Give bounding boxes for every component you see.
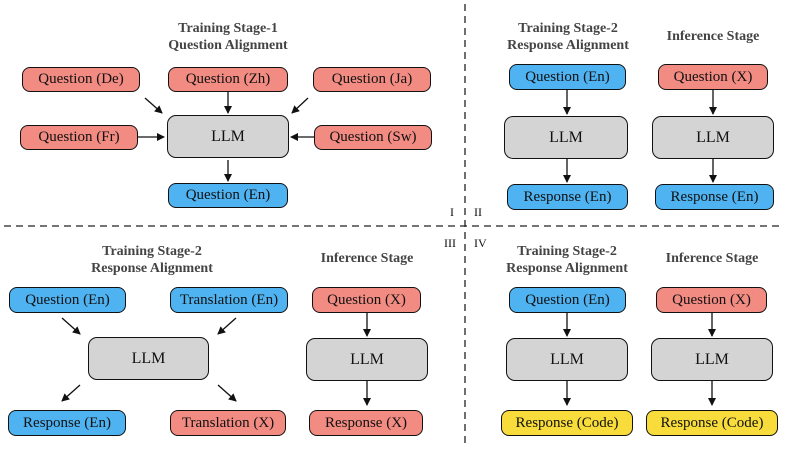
panel2-inference-title-text: Inference Stage xyxy=(666,29,760,44)
panel2-train-title-line1: Training Stage-2 xyxy=(518,21,618,36)
panel4-numeral: IV xyxy=(474,236,487,250)
panel4-train-title: Training Stage-2 Response Alignment xyxy=(487,243,647,277)
panel3-translation-x-box: Translation (X) xyxy=(170,410,286,436)
panel3-question-en-box: Question (En) xyxy=(9,287,126,313)
panel1-arrows xyxy=(138,92,314,182)
panel1-title-line2: Question Alignment xyxy=(168,38,288,53)
question-fr-box: Question (Fr) xyxy=(20,125,138,150)
panel3-inference-title: Inference Stage xyxy=(305,250,429,267)
panel2-train-question-en-box: Question (En) xyxy=(509,64,626,90)
panel2-train-title: Training Stage-2 Response Alignment xyxy=(488,20,648,54)
panel3-infer-llm-box: LLM xyxy=(306,338,428,381)
panel3-train-title: Training Stage-2 Response Alignment xyxy=(72,243,232,277)
panel2-inference-title: Inference Stage xyxy=(651,28,775,45)
panel2-train-title-line2: Response Alignment xyxy=(507,38,629,53)
panel2-infer-response-en-box: Response (En) xyxy=(655,184,774,210)
question-de-box: Question (De) xyxy=(22,67,140,92)
panel3-train-title-line2: Response Alignment xyxy=(91,261,213,276)
panel4-train-llm-box: LLM xyxy=(506,338,628,381)
panel4-train-title-line1: Training Stage-2 xyxy=(517,244,617,259)
panel1-title-line1: Training Stage-1 xyxy=(178,21,278,36)
panel2-numeral: II xyxy=(474,205,482,219)
panel3-arrows xyxy=(61,312,371,406)
panel2-infer-llm-box: LLM xyxy=(652,116,774,159)
panel4-arrows xyxy=(563,312,716,406)
panel4-inference-title-text: Inference Stage xyxy=(665,251,759,266)
panel4-inference-title: Inference Stage xyxy=(650,250,774,267)
panel1-question-en-box: Question (En) xyxy=(168,183,288,208)
panel2-train-llm-box: LLM xyxy=(504,116,628,159)
panel3-train-llm-box: LLM xyxy=(88,337,209,380)
panel4-infer-llm-box: LLM xyxy=(651,338,773,381)
panel2-train-response-en-box: Response (En) xyxy=(507,184,628,210)
panel3-inference-title-text: Inference Stage xyxy=(320,251,414,266)
panel3-response-en-box: Response (En) xyxy=(8,410,126,436)
panel3-translation-en-box: Translation (En) xyxy=(170,287,288,313)
panel3-train-title-line1: Training Stage-2 xyxy=(102,244,202,259)
panel4-train-question-en-box: Question (En) xyxy=(509,287,626,313)
question-ja-box: Question (Ja) xyxy=(313,67,431,92)
panel3-infer-question-x-box: Question (X) xyxy=(312,287,421,313)
panel4-train-response-code-box: Response (Code) xyxy=(501,410,633,436)
panel1-numeral: I xyxy=(450,205,454,219)
question-zh-box: Question (Zh) xyxy=(168,67,288,92)
panel4-infer-question-x-box: Question (X) xyxy=(656,287,767,313)
panel3-infer-response-x-box: Response (X) xyxy=(309,410,423,436)
panel1-title: Training Stage-1 Question Alignment xyxy=(148,20,308,54)
panel4-infer-response-code-box: Response (Code) xyxy=(646,410,778,436)
question-sw-box: Question (Sw) xyxy=(314,125,432,150)
panel4-train-title-line2: Response Alignment xyxy=(506,261,628,276)
panel2-arrows xyxy=(563,90,717,183)
panel2-infer-question-x-box: Question (X) xyxy=(658,64,768,90)
panel1-llm-box: LLM xyxy=(167,115,289,158)
panel3-numeral: III xyxy=(444,236,456,250)
